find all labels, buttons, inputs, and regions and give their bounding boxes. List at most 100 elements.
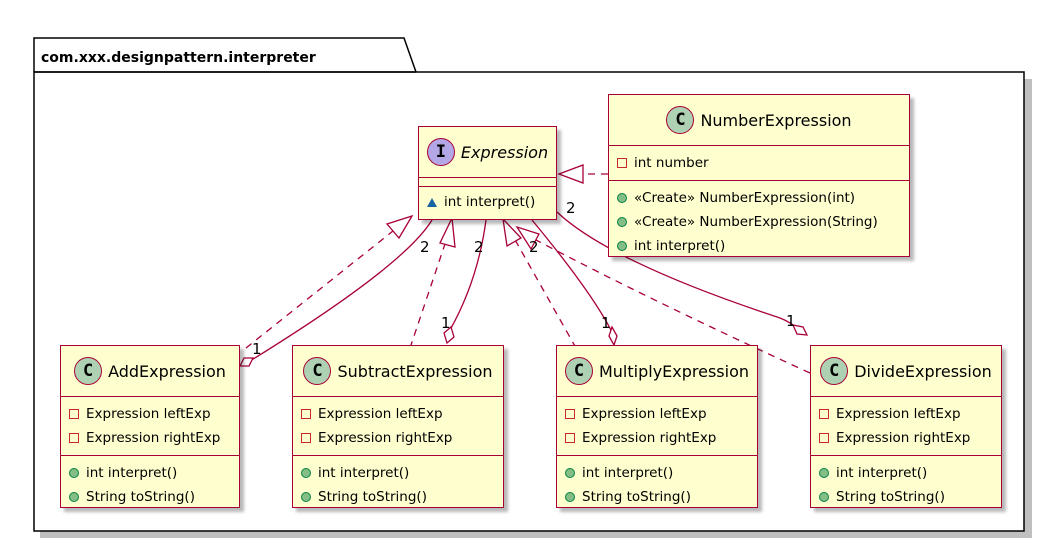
public-visibility-icon [617,241,627,251]
interface-name: Expression [460,142,549,162]
class-methods: int interpret() String toString() [811,455,1001,514]
mult-multiply-source: 2 [529,238,539,256]
private-visibility-icon [617,158,627,168]
class-subtract-expression[interactable]: C SubtractExpression Expression leftExp … [292,345,504,508]
field-text: Expression leftExp [86,406,211,422]
public-visibility-icon [819,468,829,478]
private-visibility-icon [819,433,829,443]
class-name: AddExpression [108,361,226,381]
realization-arrow-multiply [502,217,523,248]
aggregation-diamond-subtract [443,325,455,345]
method-row: String toString() [819,485,995,509]
class-badge-icon: C [303,357,332,385]
aggregation-diamond-divide [791,324,809,336]
mult-add-target: 1 [252,340,262,358]
private-visibility-icon [69,409,79,419]
method-text: int interpret() [86,465,178,481]
aggregation-diamond-multiply [608,325,618,347]
method-row: String toString() [565,485,751,509]
class-multiply-expression[interactable]: C MultiplyExpression Expression leftExp … [556,345,758,508]
field-text: Expression leftExp [318,406,443,422]
class-fields: int number [609,146,909,180]
method-row: «Create» NumberExpression(String) [617,210,903,234]
class-badge-icon: C [74,357,103,385]
realization-arrow-add [385,214,414,240]
field-row: Expression rightExp [819,426,995,450]
public-visibility-icon [69,468,79,478]
mult-divide-target: 1 [786,312,796,330]
method-text: String toString() [582,489,691,505]
field-row: Expression leftExp [69,402,233,426]
method-text: «Create» NumberExpression(String) [634,214,878,230]
private-visibility-icon [301,409,311,419]
class-methods: «Create» NumberExpression(int) «Create» … [609,180,909,263]
class-fields: Expression leftExp Expression rightExp [61,397,239,455]
class-number-expression[interactable]: C NumberExpression int number «Create» N… [608,94,910,257]
field-text: Expression rightExp [86,430,221,446]
aggregation-divide [556,211,798,329]
class-divide-expression[interactable]: C DivideExpression Expression leftExp Ex… [810,345,1002,508]
method-text: int interpret() [582,465,674,481]
method-row: String toString() [69,485,233,509]
class-add-expression[interactable]: C AddExpression Expression leftExp Expre… [60,345,240,508]
public-visibility-icon [69,492,79,502]
class-badge-icon: C [820,357,849,385]
public-visibility-icon [301,492,311,502]
field-text: Expression rightExp [582,430,717,446]
class-header: C MultiplyExpression [557,346,757,397]
method-row: int interpret() [565,461,751,485]
realization-arrow-divide [515,225,540,251]
private-visibility-icon [69,433,79,443]
method-text: String toString() [318,489,427,505]
method-text: int interpret() [444,194,536,210]
class-fields: Expression leftExp Expression rightExp [293,397,503,455]
public-visibility-icon [819,492,829,502]
field-text: Expression leftExp [582,406,707,422]
realization-add [245,226,399,349]
method-row: int interpret() [617,234,903,258]
method-row: int interpret() [301,461,497,485]
method-row: «Create» NumberExpression(int) [617,186,903,210]
field-row: Expression leftExp [565,402,751,426]
method-text: «Create» NumberExpression(int) [634,190,856,206]
private-visibility-icon [819,409,829,419]
field-row: Expression leftExp [819,402,995,426]
method-row: int interpret() [427,190,550,214]
mult-subtract-source: 2 [474,238,484,256]
public-visibility-icon [617,193,627,203]
public-visibility-icon [301,468,311,478]
method-row: int interpret() [69,461,233,485]
class-methods: int interpret() String toString() [61,455,239,514]
realization-arrow-number [557,164,584,184]
interface-expression[interactable]: I Expression int interpret() [418,126,557,220]
method-text: String toString() [836,489,945,505]
private-visibility-icon [565,409,575,419]
field-row: Expression rightExp [565,426,751,450]
method-row: int interpret() [819,461,995,485]
field-row: Expression rightExp [69,426,233,450]
class-header: C AddExpression [61,346,239,397]
field-row: Expression leftExp [301,402,497,426]
mult-divide-source: 2 [566,199,576,217]
realization-subtract [409,237,448,349]
package-name: com.xxx.designpattern.interpreter [41,50,316,66]
class-methods: int interpret() String toString() [293,455,503,514]
interface-fields [419,178,556,186]
field-text: Expression rightExp [836,430,971,446]
aggregation-add [249,219,433,362]
private-visibility-icon [301,433,311,443]
interface-methods: int interpret() [419,186,556,216]
realization-divide [535,239,811,374]
interface-badge-icon: I [426,138,455,166]
field-row: int number [617,151,903,175]
class-header: C NumberExpression [609,95,909,146]
class-fields: Expression leftExp Expression rightExp [557,397,757,455]
aggregation-diamond-add [238,357,255,367]
public-visibility-icon [565,492,575,502]
class-header: C SubtractExpression [293,346,503,397]
public-visibility-icon [617,217,627,227]
aggregation-multiply [531,219,612,331]
realization-multiply [513,237,577,349]
mult-subtract-target: 1 [441,314,451,332]
field-text: int number [634,155,709,171]
